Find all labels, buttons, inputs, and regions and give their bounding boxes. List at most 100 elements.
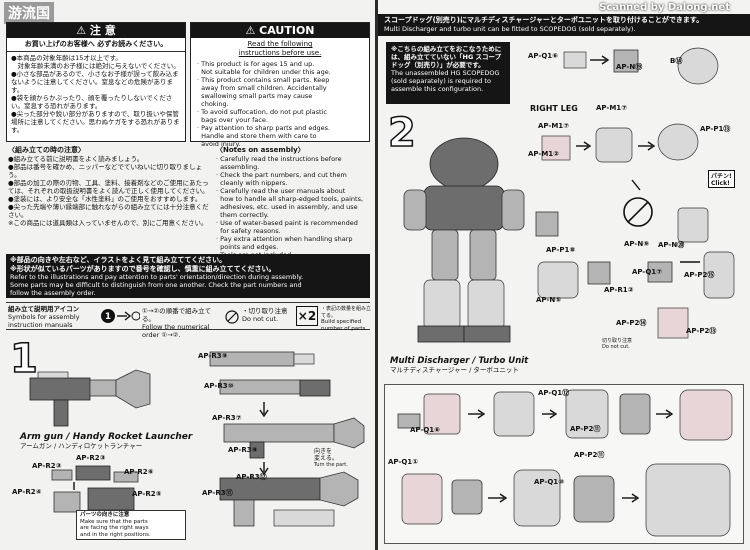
caution-lead-jp: お買い上げのお客様へ 必ずお読みください。 [7, 38, 185, 52]
turn-note-en: Turn the part. [314, 462, 348, 468]
handle-parts-illustration [51, 465, 139, 513]
step1-title: Arm gun / Handy Rocket Launcher アームガン / … [20, 432, 192, 450]
assembly-notes-en: 〈Notes on assembly〉 · Carefully read the… [216, 146, 372, 259]
part-label: AP-M1⑦ [538, 122, 570, 130]
caution-item-en: · To avoid suffocation, do not put plast… [197, 108, 327, 125]
warning-triangle-icon: ⚠ [76, 24, 90, 37]
part-label: AP-Q1① [388, 458, 419, 466]
assembly-note-item: · Check the part numbers, and cut them c… [216, 170, 347, 187]
part-label: AP-R2⑤ [132, 490, 162, 498]
caution-note-jp: パーツの向きに注意 [80, 512, 130, 518]
do-not-cut-icon [225, 310, 239, 324]
assembly-notes-header-en: 〈Notes on assembly〉 [216, 146, 305, 154]
right-leg-assembly-illustration [535, 123, 735, 339]
caution-lead-en: Read the following instructions before u… [238, 40, 322, 57]
no-cut-label-jp: ・切り取り注意 [242, 307, 288, 315]
part-label: AP-Q1⑩ [534, 478, 565, 486]
compatibility-jp: スコープドッグ(別売り)にマルチディスチャージャーとターボユニットを取り付けるこ… [384, 16, 704, 24]
assembly-note-item: ●組み立てる前に説明書をよく読みましょう。 [8, 154, 144, 163]
warning-triangle-icon: ⚠ [245, 24, 260, 37]
step1-title-jp: アームガン / ハンディロケットランチャー [20, 442, 143, 450]
caution-item-en: · This product is for ages 15 and up. No… [197, 60, 331, 77]
part-label: AP-P2⑮ [684, 271, 715, 279]
part-label: AP-R3⑪ [202, 489, 233, 497]
compatibility-band: スコープドッグ(別売り)にマルチディスチャージャーとターボユニットを取り付けるこ… [378, 14, 750, 36]
assembly-note-item: · Pay extra attention when handling shar… [216, 234, 353, 251]
step2-title: Multi Discharger / Turbo Unit マルチディスチャージ… [390, 356, 528, 374]
orientation-line-jp: ※部品の向きや左右など、イラストをよく見て組み立ててください。 [10, 256, 227, 264]
part-label: AP-Q1⑫ [538, 389, 570, 397]
part-label: AP-N⑨ [624, 240, 650, 248]
part-label: AP-R3⑧ [228, 446, 258, 454]
scopedog-illustration [403, 137, 525, 343]
orientation-line-en: Some parts may be difficult to distingui… [10, 281, 302, 290]
caution-header-jp: ⚠ 注 意 [7, 23, 185, 38]
step2-title-en: Multi Discharger / Turbo Unit [390, 356, 529, 366]
part-label: AP-P2⑪ [574, 451, 605, 459]
compatibility-en: Multi Discharger and turbo unit can be f… [384, 24, 636, 33]
assembly-notes-header-jp: 〈組み立ての時の注意〉 [8, 146, 85, 154]
caution-item-jp: ●小さな部品があるので、小さなお子様が誤って飲み込まないように注意してください。… [11, 69, 179, 94]
part-label: AP-P1⑧ [546, 246, 576, 254]
orientation-line-en: Refer to the illustrations and pay atten… [10, 273, 304, 282]
assembly-note-item: · Carefully read the user manuals about … [216, 186, 364, 219]
not-cut-note: 切り取り注意 Do not cut. [602, 338, 632, 350]
scan-credit: Scanned by Dalong.net [599, 2, 730, 13]
part-label: AP-N⑳ [658, 241, 685, 249]
part-label: AP-R3⑦ [212, 414, 242, 422]
caution-item-jp: ●袋を顔からかぶったり、顔を覆ったりしないでください。窒息する恐れがあります。 [11, 93, 173, 110]
arm-gun-illustration [29, 369, 151, 427]
assembly-note-item: · Carefully read the instructions before… [216, 154, 342, 171]
multiply-icon: ×2 [296, 306, 318, 326]
assembly-note-item: · Use of water-based paint is recommende… [216, 218, 358, 235]
orientation-notice: ※部品の向きや左右など、イラストをよく見て組み立ててください。 ※形状が似ている… [6, 254, 370, 298]
part-label: AP-R2③ [76, 454, 106, 462]
part-label: AP-P2⑪ [570, 425, 601, 433]
part-label: AP-Q1⑥ [528, 52, 559, 60]
part-label: AP-M1② [528, 150, 560, 158]
part-label: AP-R3⑫ [236, 473, 267, 481]
caution-item-jp: ●尖った部分や鋭い部分がありますので、取り扱いや保管場所に注意してください。思わ… [11, 109, 180, 134]
requirement-en: The unassembled HG SCOPEDOG (sold separa… [391, 69, 500, 93]
part-label: AP-N⑤ [536, 296, 562, 304]
caution-header-en: ⚠ CAUTION [191, 23, 369, 38]
no-cut-label-en: Do not cut. [242, 315, 279, 323]
assembly-note-item: ●部品の加工の際の刃物、工具、塗料、接着剤などのご使用にあたっては、それぞれの取… [8, 178, 209, 195]
part-label: AP-Q1⑥ [410, 426, 441, 434]
symbols-legend: 組み立て説明用アイコン Symbols for assembly instruc… [6, 302, 372, 339]
not-cut-jp: 切り取り注意 [602, 338, 633, 344]
part-label: AP-R1② [604, 286, 634, 294]
page-spine [375, 0, 379, 550]
part-label: B⑭ [670, 57, 683, 65]
part-label: AP-P2⑭ [616, 319, 647, 327]
right-page: Scanned by Dalong.net スコープドッグ(別売り)にマルチディ… [378, 0, 750, 550]
step-number: 2 [387, 109, 416, 157]
orientation-line-en: follow the assembly order. [10, 289, 96, 298]
part-label: AP-R2③ [32, 462, 62, 470]
top-parts-illustration [563, 47, 719, 85]
requirement-box: ※こちらの組み立てをおこなうためには、組み立てていない「HG スコープドッグ（別… [386, 42, 510, 104]
section-label: RIGHT LEG [530, 104, 578, 113]
orientation-line-jp: ※形状が似ているパーツがありますので番号を確認し、慎重に組み立ててください。 [10, 264, 276, 273]
order-label-en: Follow the numerical order ①→②. [142, 323, 212, 339]
click-label: パチン! Click! [708, 170, 735, 188]
multiply-label-jp: ・表記の数量を組み立てる。 [321, 306, 372, 319]
left-page: 游流国 ⚠ 注 意 お買い上げのお客様へ 必ずお読みください。 ●本商品の対象年… [0, 0, 376, 550]
caution-item-jp: ●本商品の対象年齢は15才以上です。 対象年齢未満のお子様には絶対に与えないでく… [11, 53, 180, 70]
turn-note-jp: 向きを 変える。 [314, 448, 338, 462]
caution-item-en: · This product contains small parts. Kee… [197, 76, 330, 109]
caution-item-en: · Pay attention to sharp parts and edges… [197, 124, 331, 149]
part-label: AP-M1⑦ [596, 104, 628, 112]
multiply-label-en: Build specified number of parts. [321, 319, 368, 332]
assembly-notes-jp: 〈組み立ての時の注意〉 ●組み立てる前に説明書をよく読みましょう。 ●部品は番号… [8, 146, 212, 227]
site-logo: 游流国 [4, 2, 54, 24]
step1-title-en: Arm gun / Handy Rocket Launcher [20, 432, 193, 442]
symbols-title-jp: 組み立て説明用アイコン [8, 305, 80, 313]
order-arrow-icon: 1 [101, 309, 140, 323]
rocket-launcher-illustration [209, 351, 365, 527]
svg-text:1: 1 [105, 312, 111, 322]
part-label: AP-N⑲ [616, 63, 643, 71]
part-label: AP-R2⑥ [124, 468, 154, 476]
caution-box-en: ⚠ CAUTION Read the following instruction… [190, 22, 370, 148]
part-label: AP-P2⑬ [686, 327, 717, 335]
